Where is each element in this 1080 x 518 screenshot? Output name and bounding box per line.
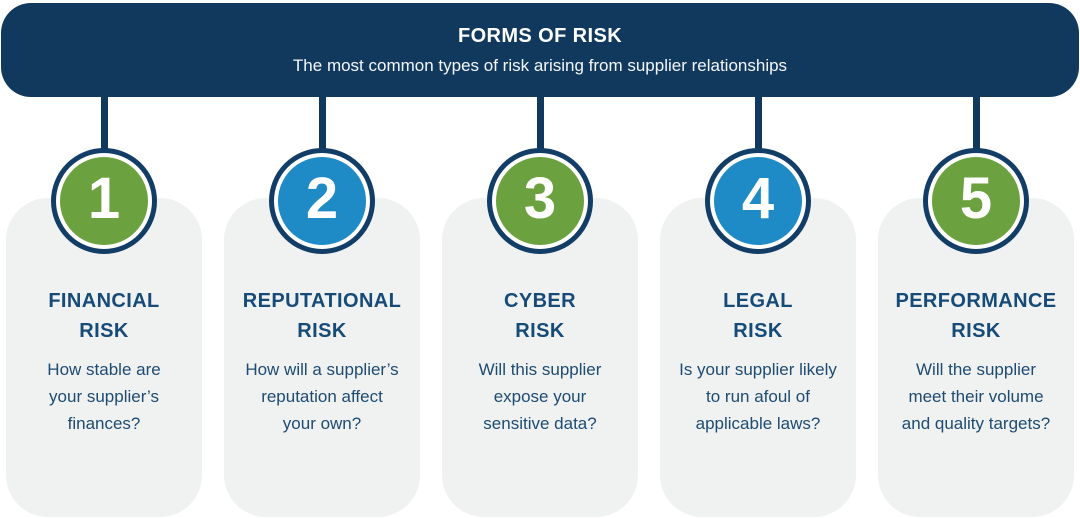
risk-card-title: REPUTATIONAL RISK — [224, 286, 420, 346]
risk-card-title: FINANCIAL RISK — [6, 286, 202, 346]
risk-card-description-line: Will the supplier — [916, 360, 1036, 379]
risk-number-badge: 3 — [487, 148, 593, 254]
risk-number-badge: 1 — [51, 148, 157, 254]
risk-card-title: PERFORMANCE RISK — [878, 286, 1074, 346]
risk-number-badge: 5 — [923, 148, 1029, 254]
risk-card-title-line: PERFORMANCE — [895, 290, 1057, 312]
risk-card-financial: FINANCIAL RISK How stable are your suppl… — [6, 198, 202, 517]
risk-card-title-line: CYBER — [503, 290, 576, 312]
risk-card-description-line: and quality targets? — [901, 414, 1051, 433]
risk-card-title-line: FINANCIAL — [48, 290, 160, 312]
connector-line — [536, 96, 544, 150]
page-subtitle: The most common types of risk arising fr… — [292, 56, 788, 75]
header-banner: FORMS OF RISK The most common types of r… — [1, 3, 1079, 97]
risk-card-description: Will the supplier meet their volume and … — [878, 356, 1074, 437]
risk-card-description-line: sensitive data? — [483, 414, 597, 433]
risk-number: 4 — [714, 157, 802, 245]
risk-card-description-line: expose your — [493, 387, 587, 406]
risk-card-title: CYBER RISK — [442, 286, 638, 346]
risk-card-description-line: applicable laws? — [695, 414, 821, 433]
risk-card-description-line: to run afoul of — [706, 387, 810, 406]
risk-card-description-line: How will a supplier’s — [245, 360, 399, 379]
risk-card-title-line: RISK — [951, 320, 1001, 342]
risk-number-badge: 4 — [705, 148, 811, 254]
risk-card-description: Is your supplier likely to run afoul of … — [660, 356, 856, 437]
risk-card-description-line: finances? — [67, 414, 141, 433]
risk-column-financial: 1 FINANCIAL RISK How stable are your sup… — [6, 0, 202, 518]
risk-column-legal: 4 LEGAL RISK Is your supplier likely to … — [660, 0, 856, 518]
risk-card-title-line: REPUTATIONAL — [242, 290, 402, 312]
risk-card-description-line: How stable are — [47, 360, 161, 379]
risk-number: 1 — [60, 157, 148, 245]
connector-line — [100, 96, 108, 150]
risk-card-title-line: RISK — [733, 320, 783, 342]
risk-card-title-line: LEGAL — [723, 290, 793, 312]
connector-line — [972, 96, 980, 150]
risk-card-description: How will a supplier’s reputation affect … — [224, 356, 420, 437]
risk-column-performance: 5 PERFORMANCE RISK Will the supplier mee… — [878, 0, 1074, 518]
risk-card-description-line: Will this supplier — [478, 360, 602, 379]
risk-number: 5 — [932, 157, 1020, 245]
risk-card-title: LEGAL RISK — [660, 286, 856, 346]
risk-card-title-line: RISK — [515, 320, 565, 342]
risk-card-description-line: your own? — [282, 414, 362, 433]
risk-card-legal: LEGAL RISK Is your supplier likely to ru… — [660, 198, 856, 517]
risk-card-title-line: RISK — [297, 320, 347, 342]
risk-card-description-line: reputation affect — [261, 387, 383, 406]
risk-number-badge: 2 — [269, 148, 375, 254]
connector-line — [754, 96, 762, 150]
risk-card-description-line: Is your supplier likely — [679, 360, 837, 379]
connector-line — [318, 96, 326, 150]
page-title: FORMS OF RISK — [457, 25, 623, 47]
risk-card-description: Will this supplier expose your sensitive… — [442, 356, 638, 437]
risk-column-reputational: 2 REPUTATIONAL RISK How will a supplier’… — [224, 0, 420, 518]
risk-column-cyber: 3 CYBER RISK Will this supplier expose y… — [442, 0, 638, 518]
risk-card-description: How stable are your supplier’s finances? — [6, 356, 202, 437]
risk-number: 3 — [496, 157, 584, 245]
risk-card-title-line: RISK — [79, 320, 129, 342]
risk-card-description-line: meet their volume — [908, 387, 1044, 406]
risk-number: 2 — [278, 157, 366, 245]
risk-card-performance: PERFORMANCE RISK Will the supplier meet … — [878, 198, 1074, 517]
risk-card-description-line: your supplier’s — [49, 387, 159, 406]
